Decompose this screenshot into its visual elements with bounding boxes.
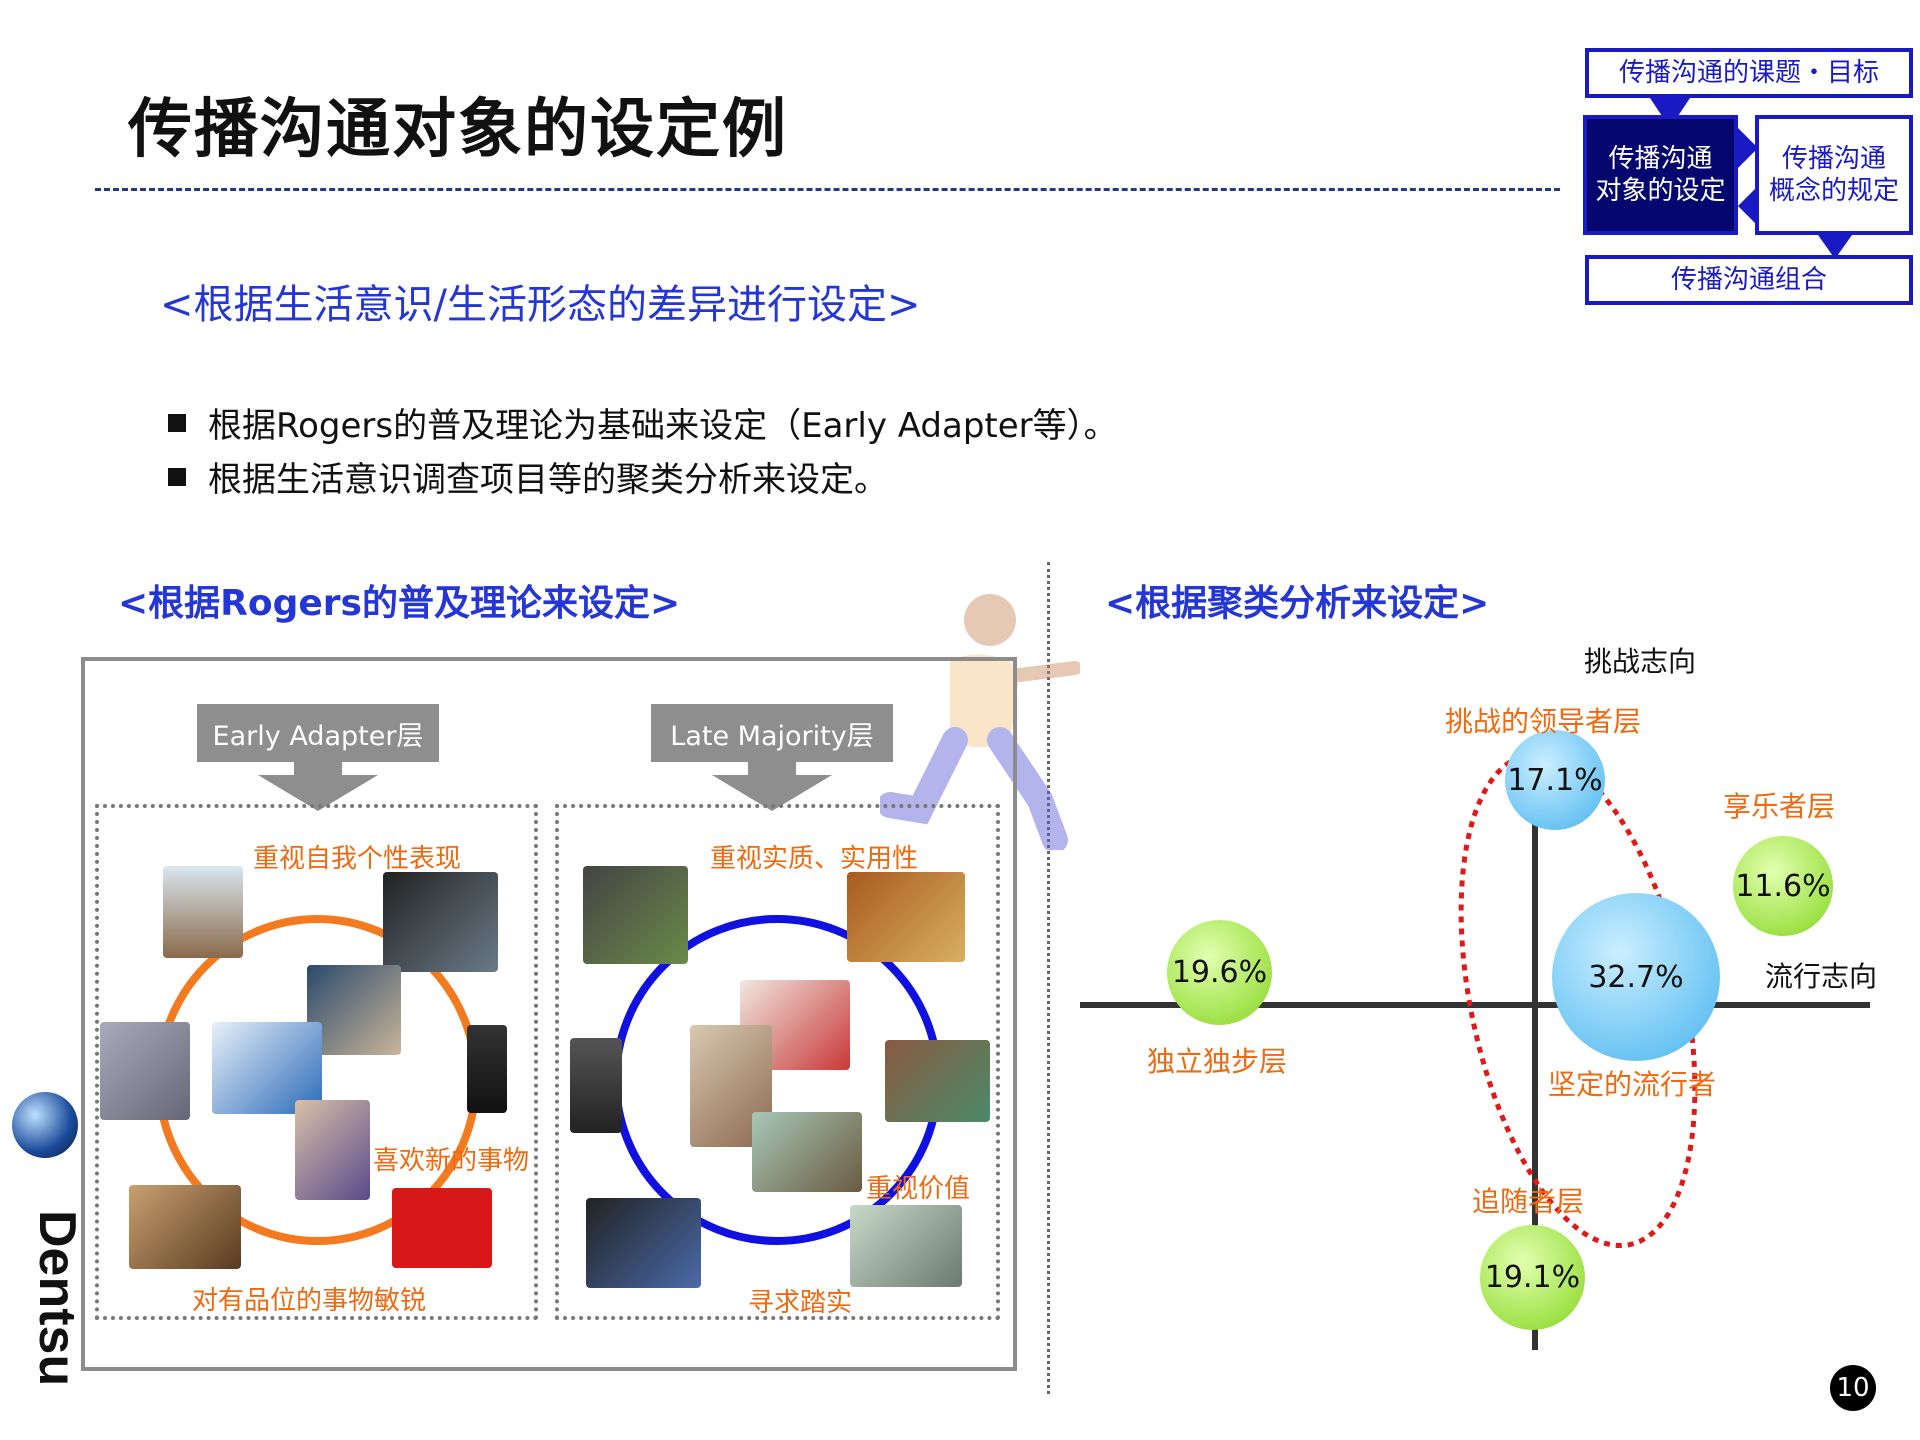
early-label: 对有品位的事物敏锐: [192, 1286, 427, 1316]
nav-mix-label: 传播沟通组合: [1670, 265, 1827, 295]
cluster-pct: 11.6%: [1735, 868, 1831, 904]
bullet-text: 根据Rogers的普及理论为基础来设定（Early Adapter等）。: [208, 406, 1118, 446]
rogers-panel: [81, 657, 1017, 1371]
arrow-stem: [294, 762, 342, 778]
nav-arrow-right-icon: [1738, 128, 1758, 168]
store-photo: [885, 1040, 990, 1122]
desktop-computer-photo: [383, 872, 498, 972]
cluster-pct: 32.7%: [1588, 959, 1684, 995]
cluster-name: 坚定的流行者: [1548, 1068, 1717, 1101]
late-label: 寻求踏实: [748, 1288, 853, 1318]
nav-mix-box[interactable]: 传播沟通组合: [1585, 255, 1913, 305]
cluster-follower: 19.1%: [1480, 1225, 1585, 1330]
cluster-name: 独立独步层: [1147, 1045, 1288, 1078]
cluster-challenge-leader: 17.1%: [1505, 730, 1605, 830]
cluster-independent: 19.6%: [1167, 920, 1272, 1025]
section-subtitle: <根据生活意识/生活形态的差异进行设定>: [160, 282, 921, 328]
late-majority-tag: Late Majority层: [651, 704, 893, 762]
early-label: 重视自我个性表现: [253, 844, 462, 874]
mobile-phone-photo: [467, 1025, 507, 1113]
cluster-pct: 19.6%: [1171, 955, 1268, 990]
nav-arrow-left-icon: [1738, 186, 1758, 226]
axis-label-right: 流行志向: [1765, 960, 1878, 993]
late-majority-tag-label: Late Majority层: [670, 720, 874, 752]
right-section-heading: <根据聚类分析来设定>: [1105, 583, 1490, 624]
globe-logo-icon: [12, 1092, 78, 1158]
late-label: 重视实质、实用性: [710, 844, 919, 874]
nav-target-line1: 传播沟通: [1608, 144, 1713, 174]
cluster-name: 挑战的领导者层: [1445, 705, 1642, 738]
cluster-name: 享乐者层: [1723, 790, 1836, 823]
living-room-photo: [850, 1205, 962, 1287]
tshirt-photo: [392, 1188, 492, 1268]
bullet-text: 根据生活意识调查项目等的聚类分析来设定。: [208, 460, 888, 500]
title-divider: [95, 188, 1560, 191]
nav-target-box[interactable]: 传播沟通 对象的设定: [1583, 115, 1738, 235]
skier-photo: [212, 1022, 322, 1114]
bullet-item: 根据生活意识调查项目等的聚类分析来设定。: [168, 452, 888, 501]
elderly-photo: [752, 1112, 862, 1192]
brand-logo: Dentsu: [28, 1210, 86, 1386]
woman-laptop-photo: [295, 1100, 370, 1200]
early-adapter-group: [95, 804, 538, 1320]
nav-arrow-down-icon: [1650, 98, 1690, 128]
axis-label-top: 挑战志向: [1584, 645, 1697, 678]
pda-photo: [570, 1038, 622, 1133]
cluster-name: 追随者层: [1472, 1185, 1585, 1218]
late-label: 重视价值: [866, 1174, 971, 1204]
cluster-pct: 19.1%: [1484, 1260, 1581, 1295]
nav-goal-box[interactable]: 传播沟通的课题・目标: [1585, 48, 1913, 98]
cluster-pct: 17.1%: [1507, 762, 1603, 798]
arrow-stem: [748, 762, 796, 778]
early-adapter-tag-label: Early Adapter层: [212, 720, 424, 752]
page-number-label: 10: [1836, 1373, 1870, 1403]
page-title: 传播沟通对象的设定例: [128, 93, 788, 167]
bullet-item: 根据Rogers的普及理论为基础来设定（Early Adapter等）。: [168, 398, 1118, 447]
nav-arrow-down-icon: [1818, 235, 1852, 259]
cluster-hedonist: 11.6%: [1733, 836, 1833, 936]
bullet-square-icon: [168, 467, 186, 486]
flask-photo: [100, 1022, 190, 1120]
nav-concept-box[interactable]: 传播沟通 概念的规定: [1755, 115, 1913, 235]
food-photo: [847, 872, 965, 962]
cluster-steady-trend: 32.7%: [1552, 893, 1720, 1061]
bullet-square-icon: [168, 413, 186, 432]
interior-room-photo: [129, 1185, 241, 1269]
page-number: 10: [1830, 1365, 1876, 1411]
nav-concept-line2: 概念的规定: [1768, 176, 1899, 206]
tea-bowl-photo: [163, 866, 243, 958]
nav-concept-line1: 传播沟通: [1781, 144, 1886, 174]
early-adapter-tag: Early Adapter层: [197, 704, 439, 762]
brand-wordmark: Dentsu: [28, 1210, 86, 1386]
late-majority-group: [555, 804, 1000, 1320]
vertical-divider: [1047, 562, 1050, 1394]
early-label: 喜欢新的事物: [373, 1146, 530, 1176]
nav-goal-label: 传播沟通的课题・目标: [1618, 58, 1879, 88]
left-section-heading: <根据Rogers的普及理论来设定>: [118, 583, 681, 624]
laptop-photo: [583, 866, 688, 964]
businessman-photo: [307, 965, 401, 1055]
phone-hand-photo: [586, 1198, 701, 1288]
nav-target-line2: 对象的设定: [1595, 176, 1726, 206]
